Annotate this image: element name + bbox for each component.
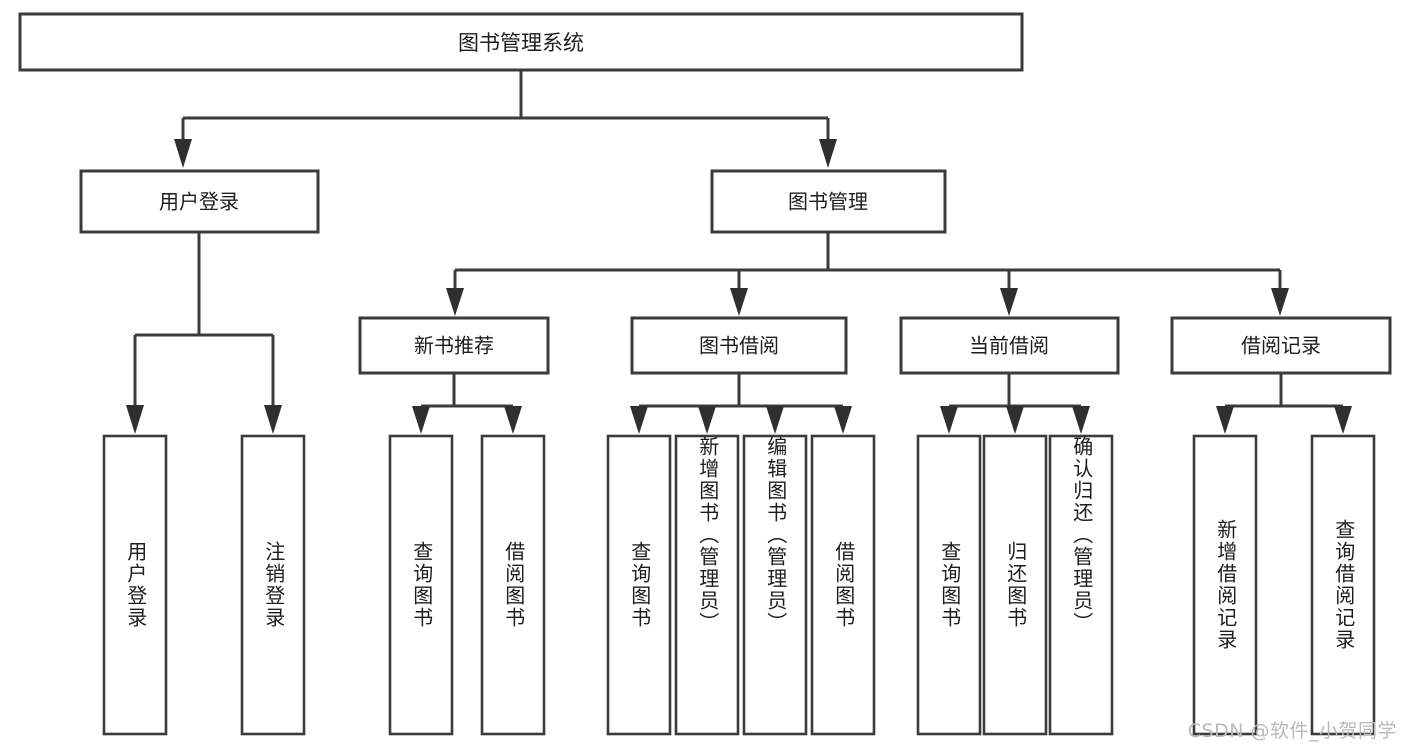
connector-new-book-recommend-to-leaves — [412, 373, 522, 434]
arrow-head-icon — [698, 406, 716, 434]
node-root-box — [18, 12, 1024, 72]
arrow-head-icon — [1006, 406, 1024, 434]
arrow-head-icon — [264, 405, 282, 434]
watermark: CSDN @软件_小贺同学 — [1187, 720, 1397, 742]
node-new-book-recommend[interactable]: 新书推荐 — [358, 316, 550, 375]
arrow-head-icon — [1072, 406, 1090, 434]
leaf-return-book-box[interactable] — [982, 434, 1048, 736]
node-user-login-box — [79, 169, 320, 234]
node-book-management-label: 图书管理 — [788, 190, 868, 214]
leaf-query-book-2-box[interactable] — [606, 434, 672, 736]
leaf-user-logout-box[interactable] — [240, 434, 306, 736]
node-user-login-label: 用户登录 — [159, 190, 239, 214]
leaf-borrow-book-2-box[interactable] — [810, 434, 876, 736]
arrow-head-icon — [766, 406, 784, 434]
connector-book-borrow-to-leaves — [630, 373, 852, 434]
arrow-head-icon — [819, 139, 837, 168]
node-root[interactable]: 图书管理系统 — [18, 12, 1024, 72]
arrow-head-icon — [1334, 406, 1352, 434]
node-new-book-recommend-label: 新书推荐 — [414, 334, 494, 358]
leaf-confirm-return-box[interactable] — [1048, 434, 1114, 736]
arrow-head-icon — [1271, 288, 1289, 316]
connector-user-login-to-leaves — [126, 232, 282, 434]
node-book-borrow[interactable]: 图书借阅 — [630, 316, 848, 375]
leaf-boxes-group — [102, 434, 1376, 736]
node-book-borrow-label: 图书借阅 — [699, 334, 779, 358]
connector-current-borrow-to-leaves — [940, 373, 1090, 434]
node-borrow-record[interactable]: 借阅记录 — [1170, 316, 1392, 375]
arrow-head-icon — [630, 406, 648, 434]
node-borrow-record-label: 借阅记录 — [1241, 334, 1321, 358]
node-root-label: 图书管理系统 — [458, 31, 584, 55]
arrow-head-icon — [446, 288, 464, 316]
node-current-borrow[interactable]: 当前借阅 — [899, 316, 1120, 375]
node-book-management[interactable]: 图书管理 — [710, 169, 947, 234]
arrow-head-icon — [174, 139, 192, 168]
leaf-query-book-3-box[interactable] — [916, 434, 982, 736]
arrow-head-icon — [834, 406, 852, 434]
arrow-head-icon — [504, 406, 522, 434]
leaf-borrow-book-1-box[interactable] — [480, 434, 546, 736]
connector-borrow-record-to-leaves — [1216, 373, 1352, 434]
arrow-head-icon — [1000, 288, 1018, 316]
node-current-borrow-label: 当前借阅 — [969, 334, 1049, 358]
leaf-add-book-box[interactable] — [674, 434, 740, 736]
connector-book-management-to-level3 — [446, 232, 1289, 316]
leaf-edit-book-box[interactable] — [742, 434, 808, 736]
leaf-add-borrow-record-box[interactable] — [1192, 434, 1258, 736]
connector-root-to-level2 — [174, 70, 837, 168]
arrow-head-icon — [412, 406, 430, 434]
arrow-head-icon — [940, 406, 958, 434]
node-new-book-recommend-box — [358, 316, 550, 375]
node-user-login[interactable]: 用户登录 — [79, 169, 320, 234]
leaf-query-book-1-box[interactable] — [388, 434, 454, 736]
node-current-borrow-box — [899, 316, 1120, 375]
arrow-head-icon — [730, 288, 748, 316]
arrow-head-icon — [1216, 406, 1234, 434]
leaf-query-borrow-record-box[interactable] — [1310, 434, 1376, 736]
arrow-head-icon — [126, 405, 144, 434]
leaf-user-login-box[interactable] — [102, 434, 168, 736]
